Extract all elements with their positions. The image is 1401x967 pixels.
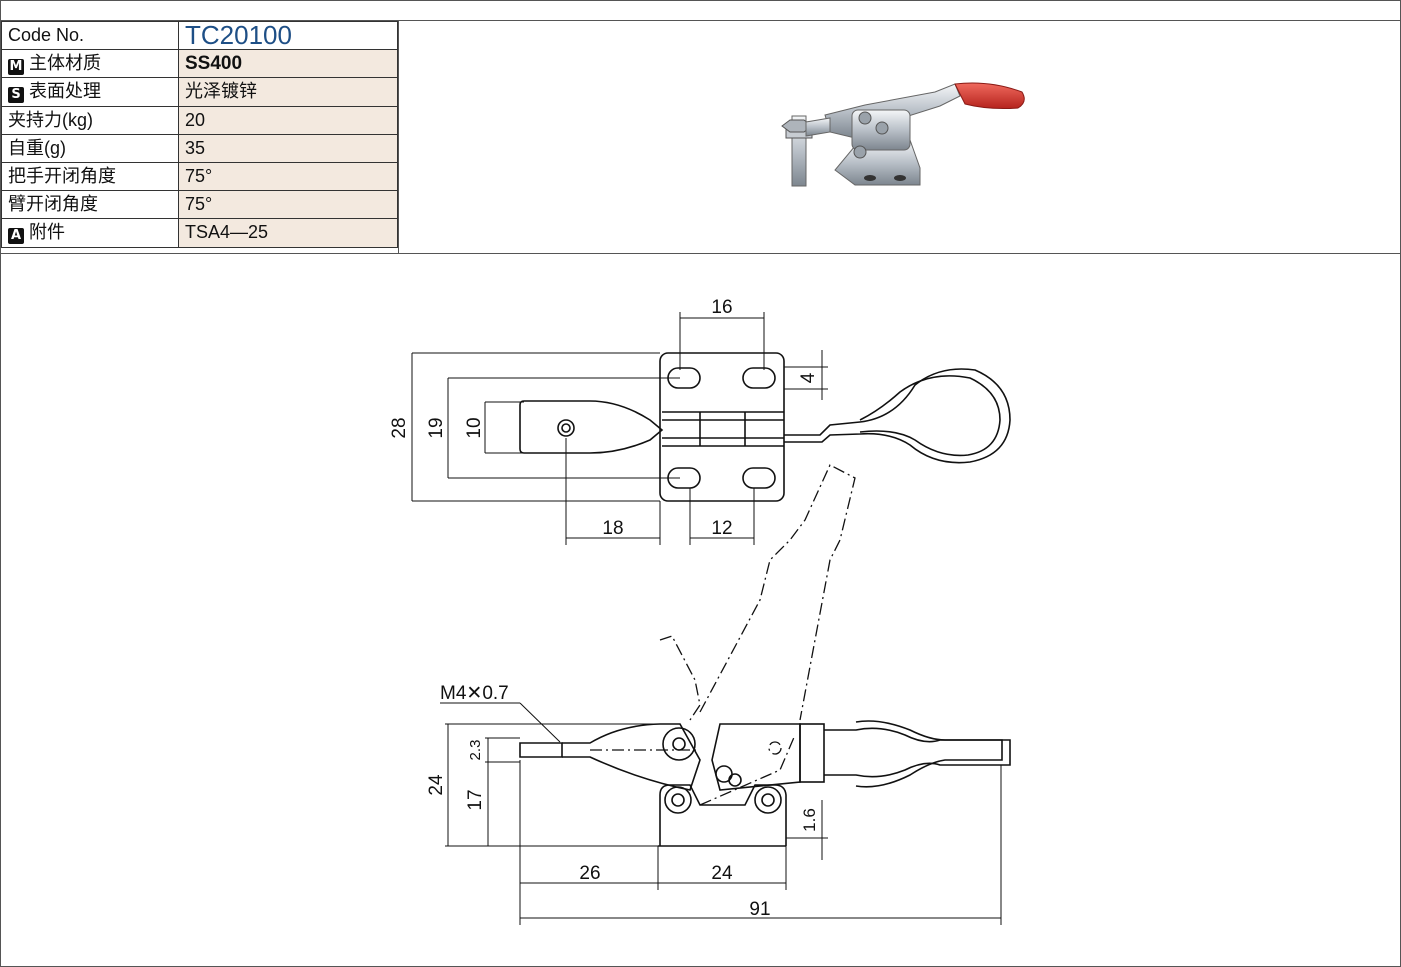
top-border	[0, 20, 1401, 21]
spec-row-surface: S 表面处理 光泽镀锌	[1, 77, 398, 107]
spec-row-arm-angle: 臂开闭角度 75°	[1, 190, 398, 220]
surface-badge-icon: S	[8, 87, 24, 104]
dim-19: 19	[426, 417, 447, 438]
spec-value: 20	[178, 105, 398, 135]
spec-label: 把手开闭角度	[1, 161, 179, 192]
dim-18: 18	[602, 518, 623, 539]
spec-row-force: 夹持力(kg) 20	[1, 105, 398, 135]
spec-value: 75°	[178, 190, 398, 220]
dim-16: 16	[711, 297, 732, 318]
dim-26: 26	[579, 863, 600, 884]
spec-value: SS400	[178, 49, 398, 79]
dim-1-6: 1.6	[800, 808, 819, 832]
accessory-badge-icon: A	[8, 228, 24, 245]
dim-10: 10	[464, 417, 485, 438]
dim-24-horizontal: 24	[711, 863, 733, 884]
spec-value: 光泽镀锌	[178, 77, 398, 107]
dim-12: 12	[711, 518, 732, 539]
spec-label: 臂开闭角度	[1, 190, 179, 220]
spec-value: 75°	[178, 161, 398, 192]
spec-value-code: TC20100	[178, 20, 398, 51]
spec-label: Code No.	[1, 20, 179, 51]
spec-label: 主体材质	[29, 53, 101, 74]
spec-row-handle-angle: 把手开闭角度 75°	[1, 161, 398, 192]
thread-label: M4✕0.7	[440, 683, 509, 704]
dim-28: 28	[389, 417, 410, 438]
spec-label: 表面处理	[29, 81, 101, 102]
technical-drawing: 16 4 28 19 10 18 12 M4✕0.7 2.3 24 17 1.6…	[389, 297, 1011, 925]
dim-4: 4	[798, 372, 819, 383]
spec-row-code: Code No. TC20100	[1, 20, 398, 51]
spec-label: 夹持力(kg)	[1, 105, 179, 135]
section-divider	[0, 253, 1401, 254]
spec-row-accessory: A 附件 TSA4—25	[1, 218, 398, 248]
spec-value: TSA4—25	[178, 218, 398, 248]
spec-label: 自重(g)	[1, 133, 179, 163]
material-badge-icon: M	[8, 59, 24, 76]
spec-row-material: M 主体材质 SS400	[1, 49, 398, 79]
base-plate	[659, 352, 785, 502]
table-divider	[398, 20, 399, 254]
spec-value: 35	[178, 133, 398, 163]
product-photo	[781, 82, 1025, 187]
spec-row-weight: 自重(g) 35	[1, 133, 398, 163]
dim-2-3: 2.3	[467, 740, 484, 761]
dim-17: 17	[465, 789, 486, 810]
dim-24-vertical: 24	[426, 774, 447, 796]
spec-label: 附件	[29, 222, 65, 243]
dim-91: 91	[749, 899, 770, 920]
